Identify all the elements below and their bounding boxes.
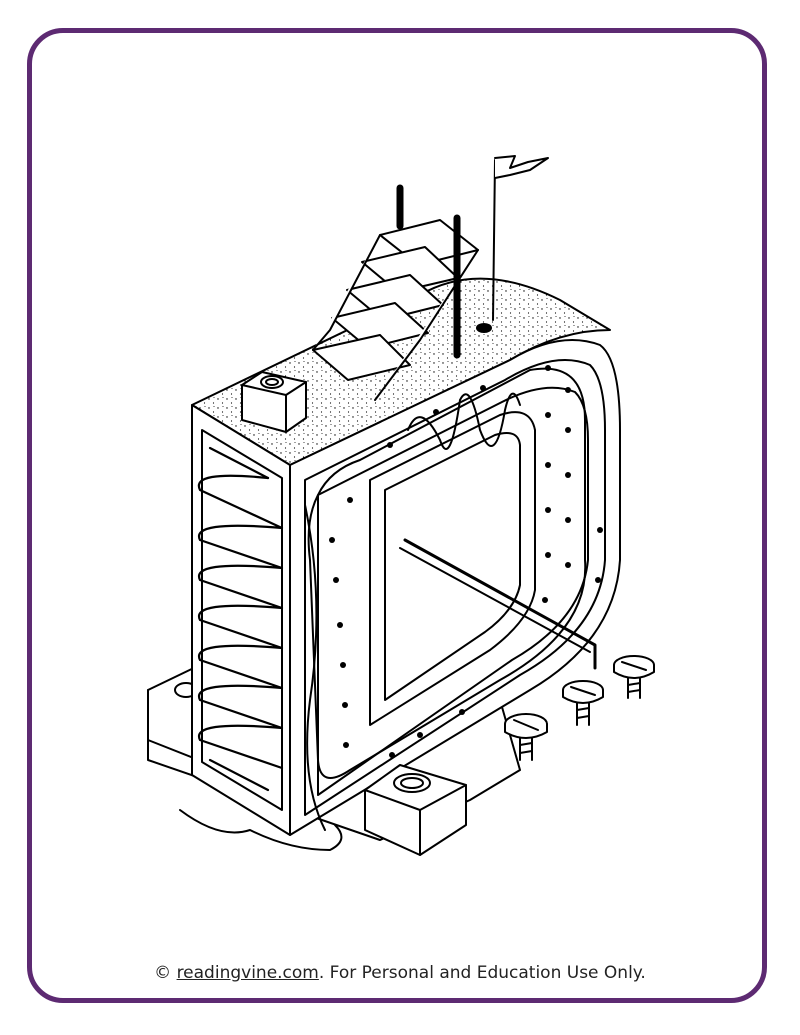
copyright-symbol: © [154,963,172,983]
footer-notice: © readingvine.com. For Personal and Educ… [0,963,800,983]
hex-nut-top [241,371,307,433]
spring-coil [197,446,284,792]
support-rod [403,538,597,670]
inner-opening [369,411,536,726]
screw [504,713,548,761]
wavy-wire [407,392,521,450]
page-border [27,28,767,1003]
site-link[interactable]: readingvine.com [176,963,319,983]
cable [304,504,326,831]
usage-notice: . For Personal and Education Use Only. [318,963,646,983]
screw [613,655,655,699]
left-face [191,404,291,836]
hex-nut-bottom [364,764,467,856]
wire-loop [307,367,587,779]
rivet-dots [329,365,603,758]
screw [562,680,604,726]
flag [476,155,549,333]
